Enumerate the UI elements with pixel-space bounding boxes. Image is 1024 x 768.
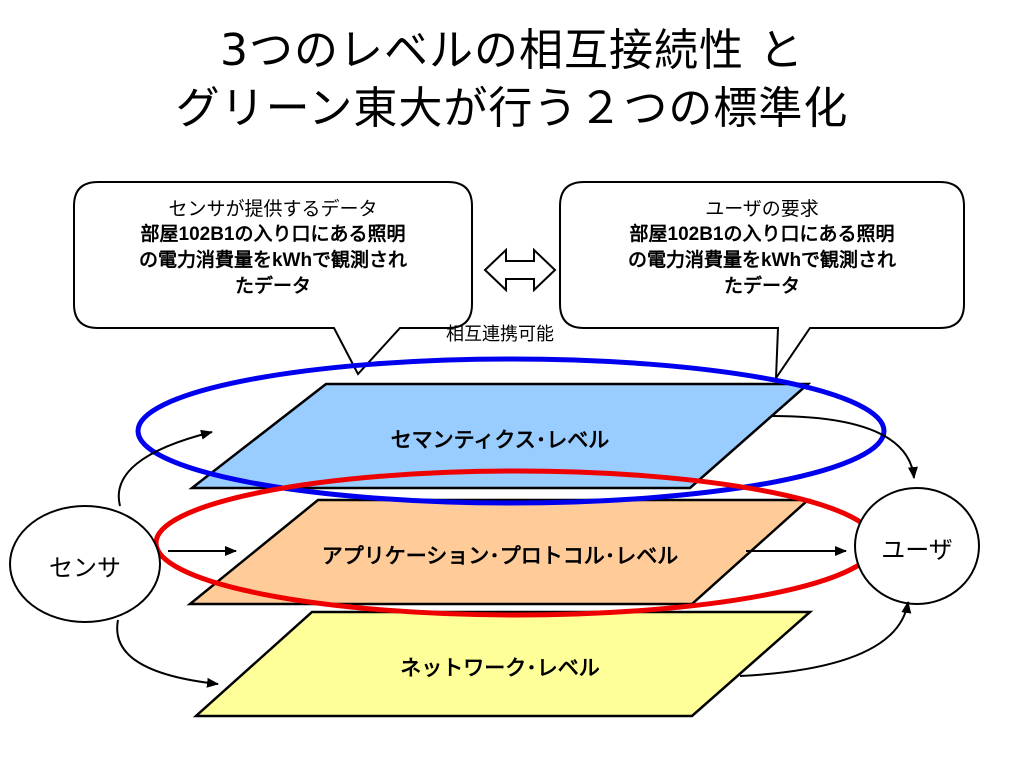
user-callout-line-1: ユーザの要求 (705, 198, 819, 220)
semantics-layer (188, 382, 812, 490)
user-callout-line-2: 部屋102B1の入り口にある照明 (629, 224, 895, 245)
semantics-to-user-arrow (771, 415, 918, 479)
sensor-callout-line-4: たデータ (234, 276, 311, 297)
sensor-callout-line-2: 部屋102B1の入り口にある照明 (140, 224, 406, 245)
sensor-node (9, 505, 161, 623)
sensor-callout-line-3: の電力消費量をkWhで観測され (138, 250, 408, 271)
semantics-layer-label: セマンティクス･レベル (390, 428, 610, 452)
user-node-label: ユーザ (881, 536, 953, 564)
user-callout-text: ユーザの要求 部屋102B1の入り口にある照明 の電力消費量をkWhで観測され … (566, 196, 958, 300)
bidirectional-arrow-icon (483, 247, 557, 293)
title-line-2: グリーン東大が行う２つの標準化 (175, 83, 849, 134)
sensor-callout-line-1: センサが提供するデータ (168, 198, 378, 220)
network-to-user-arrow (739, 601, 912, 677)
semantics-interop-ellipse (135, 356, 887, 506)
title-line-1: 3つのレベルの相互接続性 と (220, 25, 804, 76)
interop-label: 相互連携可能 (446, 324, 554, 345)
sensor-to-network-arrow (116, 619, 219, 688)
sensor-callout-text: センサが提供するデータ 部屋102B1の入り口にある照明 の電力消費量をkWhで… (78, 196, 468, 300)
user-callout-line-3: の電力消費量をkWhで観測され (627, 250, 897, 271)
user-callout-line-4: たデータ (723, 276, 800, 297)
sensor-to-semantics-arrow (117, 429, 213, 507)
user-node (854, 487, 980, 605)
sensor-node-label: センサ (49, 554, 121, 582)
application-layer-label: アプリケーション･プロトコル･レベル (321, 544, 679, 568)
sensor-callout-bubble (73, 181, 473, 376)
user-callout-bubble (559, 181, 965, 382)
network-layer-label: ネットワーク･レベル (400, 656, 600, 680)
